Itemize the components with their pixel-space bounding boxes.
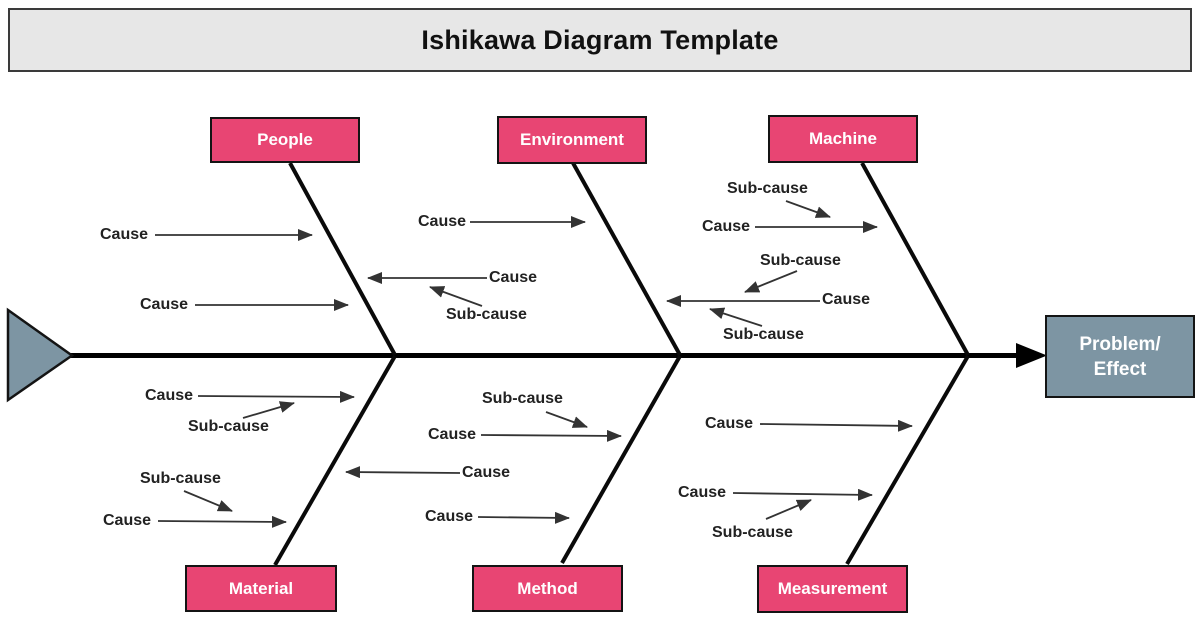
machine-subcause-arrow: [744, 270, 798, 293]
cause-label[interactable]: Cause: [822, 291, 871, 308]
method-bone: [560, 355, 682, 564]
category-box-measurement[interactable]: Measurement: [757, 565, 908, 613]
cause-label[interactable]: Cause: [140, 296, 189, 313]
sub-cause-label[interactable]: Sub-cause: [482, 390, 563, 407]
sub-cause-label[interactable]: Sub-cause: [188, 418, 269, 435]
spine-arrowhead-icon: [1016, 343, 1047, 368]
method-subcause-arrow: [545, 411, 588, 428]
machine-subcause-arrow: [709, 307, 763, 327]
cause-label[interactable]: Cause: [418, 213, 467, 230]
category-label: Environment: [520, 130, 624, 149]
environment-bone: [571, 162, 682, 356]
sub-cause-label[interactable]: Sub-cause: [760, 252, 841, 269]
cause-label[interactable]: Cause: [145, 387, 194, 404]
category-label: People: [257, 130, 313, 149]
cause-label[interactable]: Cause: [103, 512, 152, 529]
machine-bone: [860, 162, 970, 356]
sub-cause-label[interactable]: Sub-cause: [446, 306, 527, 323]
page-title: Ishikawa Diagram Template: [421, 24, 779, 55]
material-subcause-arrow: [242, 401, 295, 419]
sub-cause-label[interactable]: Sub-cause: [712, 524, 793, 541]
category-box-machine[interactable]: Machine: [768, 115, 918, 163]
category-label: Material: [228, 578, 294, 598]
problem-label-line2: Effect: [1093, 358, 1147, 380]
cause-label[interactable]: Cause: [100, 226, 149, 243]
category-box-environment[interactable]: Environment: [497, 116, 647, 164]
category-label: Measurement: [777, 579, 888, 598]
measurement-cause-arrow: [759, 419, 913, 432]
category-box-people[interactable]: People: [210, 117, 360, 163]
sub-cause-label[interactable]: Sub-cause: [727, 180, 808, 197]
material-cause-arrow: [197, 390, 355, 403]
cause-label[interactable]: Cause: [489, 269, 538, 286]
environment-subcause-arrow: [429, 286, 483, 307]
category-box-material[interactable]: Material: [185, 565, 337, 612]
tail-triangle-icon[interactable]: [6, 307, 75, 403]
problem-effect-box[interactable]: Problem/ Effect: [1045, 315, 1195, 398]
method-cause-arrow: [477, 511, 570, 524]
measurement-subcause-arrow: [765, 499, 812, 520]
measurement-bone: [845, 354, 970, 566]
method-cause-arrow: [480, 429, 622, 442]
category-box-method[interactable]: Method: [472, 565, 623, 612]
material-bone: [273, 355, 397, 566]
sub-cause-label[interactable]: Sub-cause: [723, 326, 804, 343]
cause-label[interactable]: Cause: [428, 426, 477, 443]
sub-cause-label[interactable]: Sub-cause: [140, 470, 221, 487]
measurement-cause-arrow: [732, 488, 873, 501]
problem-label-line1: Problem/: [1079, 333, 1161, 355]
category-label: Machine: [808, 129, 878, 148]
machine-subcause-arrow: [785, 200, 831, 218]
cause-label[interactable]: Cause: [705, 415, 754, 432]
cause-label[interactable]: Cause: [462, 464, 511, 481]
cause-label[interactable]: Cause: [678, 484, 727, 501]
cause-label[interactable]: Cause: [702, 218, 751, 235]
category-label: Method: [517, 578, 578, 598]
cause-label[interactable]: Cause: [425, 508, 474, 525]
material-subcause-arrow: [183, 490, 233, 512]
method-cause-arrow: [345, 466, 461, 479]
material-cause-arrow: [157, 515, 287, 528]
people-bone: [288, 162, 397, 356]
title-bar: Ishikawa Diagram Template: [8, 8, 1192, 72]
